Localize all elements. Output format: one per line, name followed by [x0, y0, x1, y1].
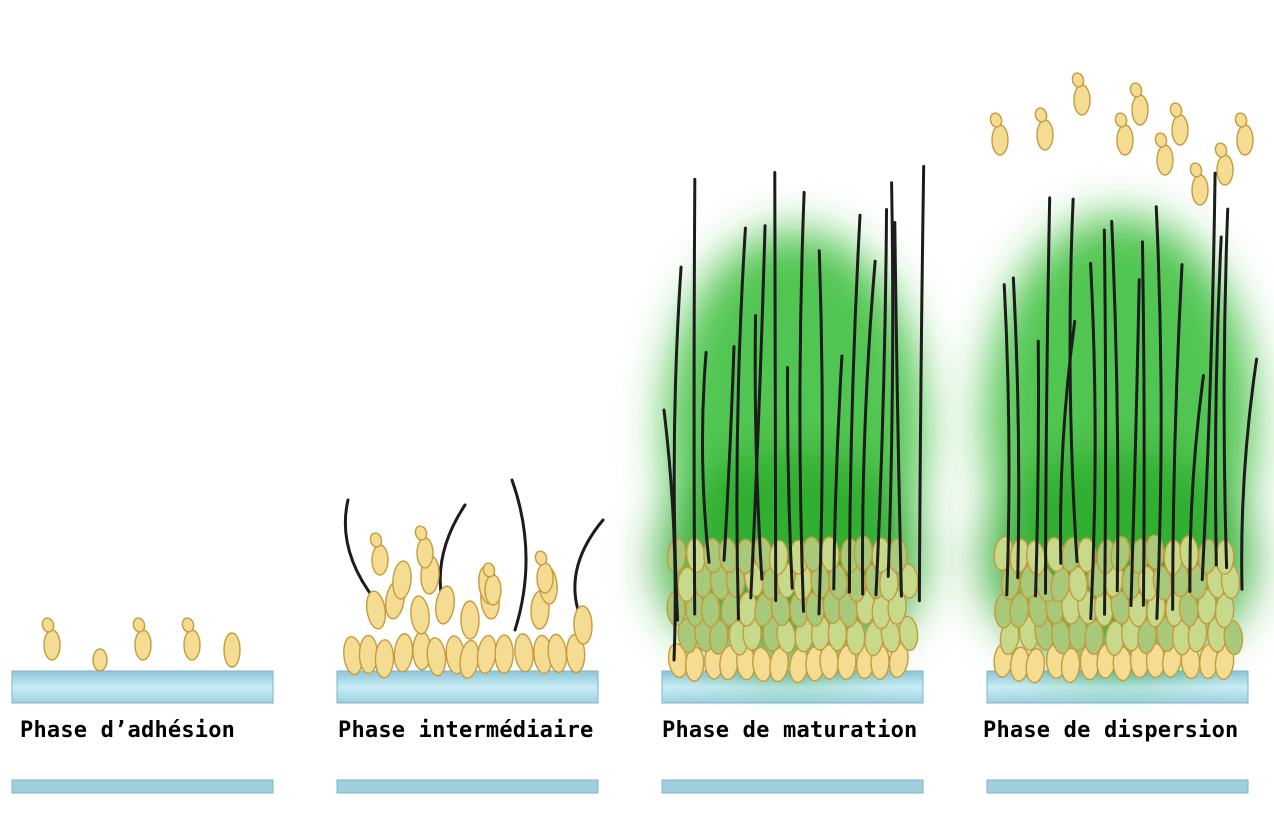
- yeast-cell: [391, 560, 412, 599]
- dispersed-yeast-cell: [992, 125, 1008, 155]
- yeast-cell: [537, 563, 553, 593]
- yeast-cell: [359, 635, 377, 673]
- dispersed-yeast-cell: [1217, 155, 1233, 185]
- yeast-cell: [364, 590, 387, 630]
- yeast-cell: [184, 630, 200, 660]
- phase-label-maturation: Phase de maturation: [662, 718, 917, 743]
- phase-label-adhesion: Phase d’adhésion: [20, 718, 235, 743]
- hypha: [1142, 242, 1144, 605]
- hypha: [775, 172, 776, 600]
- dispersed-yeast-cell: [1172, 115, 1188, 145]
- yeast-cell: [889, 539, 907, 573]
- yeast-cell: [485, 575, 501, 605]
- yeast-cell: [434, 585, 457, 625]
- hypha: [440, 505, 465, 600]
- dispersed-yeast-cell: [1157, 145, 1173, 175]
- yeast-cell: [135, 630, 151, 660]
- yeast-cell: [372, 545, 388, 575]
- bottom-bar-4: [987, 780, 1248, 793]
- yeast-cell: [93, 649, 107, 671]
- phase-label-intermediaire: Phase intermédiaire: [338, 718, 593, 743]
- yeast-cell: [224, 633, 240, 667]
- substrate-adhesion: [12, 671, 273, 703]
- hypha: [345, 500, 375, 600]
- hypha: [512, 480, 526, 630]
- yeast-cell: [44, 630, 60, 660]
- dispersed-yeast-cell: [1074, 85, 1090, 115]
- yeast-cell: [461, 601, 479, 639]
- bottom-bar-2: [337, 780, 598, 793]
- bottom-bar-1: [12, 780, 273, 793]
- dispersed-yeast-cell: [1237, 125, 1253, 155]
- hypha: [575, 520, 603, 610]
- hypha: [1104, 230, 1105, 614]
- bottom-bar-3: [662, 780, 923, 793]
- dispersed-yeast-cell: [1132, 95, 1148, 125]
- dispersed-yeast-cell: [1192, 175, 1208, 205]
- hypha: [694, 179, 695, 614]
- yeast-cell: [409, 595, 430, 634]
- phase-label-dispersion: Phase de dispersion: [983, 718, 1238, 743]
- yeast-cell: [375, 640, 394, 678]
- yeast-cell: [417, 538, 433, 568]
- dispersed-yeast-cell: [1037, 120, 1053, 150]
- yeast-cell: [513, 633, 534, 672]
- yeast-cell: [393, 633, 414, 672]
- dispersed-yeast-cell: [1117, 125, 1133, 155]
- yeast-cell: [495, 635, 514, 673]
